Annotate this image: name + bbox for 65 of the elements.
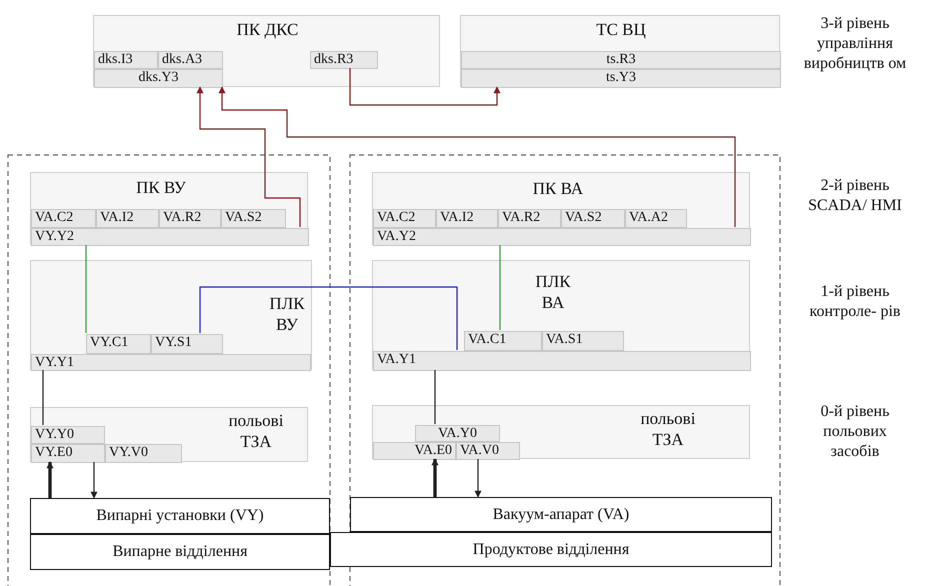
arrow [90,462,98,499]
signal-cell: ts.R3 [461,51,781,69]
signal-cell: VA.V0 [456,442,520,460]
field-devices-panel [372,405,750,459]
level-label: 2-й рівень SCADA/ HMI [807,176,903,216]
signal-cell: VA.S2 [561,209,625,228]
panel-title: ПК ВУ [135,177,187,198]
signal-cell: VA.A2 [625,209,687,228]
panel-title: ПЛК ВУ [268,293,306,335]
signal-cell: dks.R3 [310,51,378,69]
control-computer-panel [93,15,440,87]
signal-cell: dks.I3 [94,51,158,69]
panel-title: польові ТЗА [228,410,284,452]
arrow [46,461,54,498]
signal-cell: VA.I2 [96,209,159,228]
signal-cell: VA.Y0 [415,425,500,442]
panel-title: ПЛК ВА [534,271,572,313]
signal-cell: dks.A3 [158,51,223,69]
panel-title: ПК ВА [532,178,584,199]
server-panel [460,15,780,87]
signal-cell: VY.E0 [31,444,105,463]
arrow [474,459,482,498]
connector-line [499,245,501,330]
signal-cell: VA.R2 [159,209,221,228]
signal-cell: VA.S1 [542,331,624,351]
signal-cell: ts.Y3 [461,69,781,88]
level-label: 1-й рівень контроле- рів [808,282,902,322]
signal-cell: VA.Y2 [373,228,751,246]
operator-station-panel [372,172,750,245]
connector-line [199,286,458,350]
equipment-label-box: Продуктове відділення [330,532,772,567]
arrow [196,86,301,227]
signal-cell: VA.C2 [373,209,436,228]
signal-cell: VA.R2 [498,209,561,228]
operator-station-panel [30,172,308,245]
signal-cell: VA.E0 [373,442,456,460]
signal-cell: VY.S1 [151,334,223,354]
arrow [432,458,438,497]
panel-title: польові ТЗА [640,408,696,450]
equipment-label-box: Випарні установки (VY) [30,498,330,534]
signal-cell: VY.Y0 [31,426,105,444]
level-label: 0-й рівень польових засобів [820,402,890,462]
connector-line [42,370,44,425]
level-label: 3-й рівень управління виробництв ом [802,14,908,74]
arrow [349,68,500,106]
signal-cell: VA.C2 [31,209,96,228]
signal-cell: dks.Y3 [94,69,223,88]
connector-line [434,370,436,424]
panel-title: ПК ДКС [236,19,300,40]
plc-panel [372,260,750,370]
signal-cell: VA.Y1 [373,351,751,371]
signal-cell: VA.I2 [436,209,498,228]
signal-cell: VA.S2 [221,209,286,228]
signal-cell: VY.V0 [105,444,182,463]
signal-cell: VY.C1 [86,334,151,354]
panel-title: ТС ВЦ [595,19,647,40]
equipment-label-box: Випарне відділення [30,534,330,570]
field-devices-panel [30,407,308,462]
arrow [218,86,736,227]
signal-cell: VY.Y1 [31,354,311,371]
signal-cell: VA.C1 [464,331,542,351]
signal-cell: VY.Y2 [31,228,309,246]
equipment-label-box: Вакуум-апарат (VA) [350,497,772,532]
connector-line [85,245,87,333]
plc-panel [30,260,312,370]
